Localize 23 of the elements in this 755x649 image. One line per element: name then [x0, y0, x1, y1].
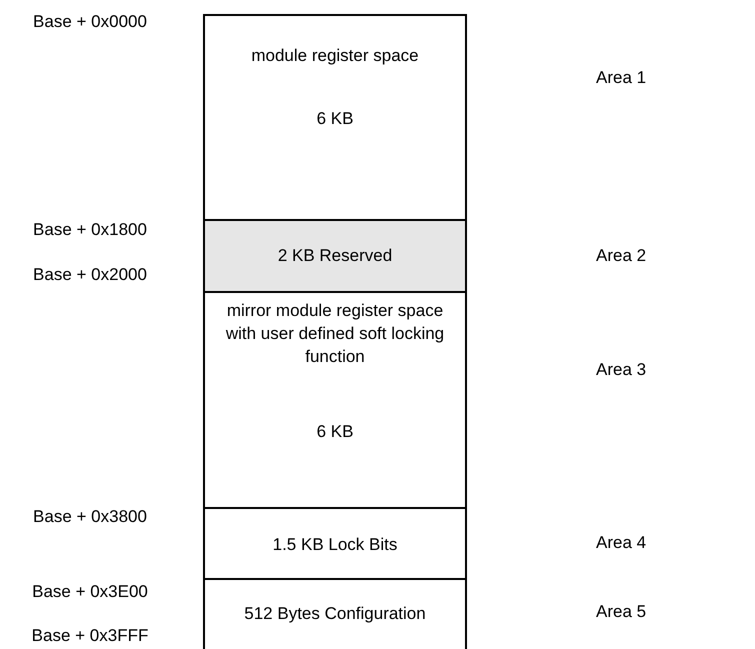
block-text: 6 KB [316, 421, 354, 443]
memory-block [203, 578, 467, 649]
address-label: Base + 0x3800 [32, 507, 148, 527]
memory-block [203, 507, 467, 580]
memory-block [203, 291, 467, 509]
area-label: Area 2 [596, 246, 646, 266]
block-text: 512 Bytes Configuration [243, 603, 427, 625]
block-text: 2 KB Reserved [276, 245, 394, 267]
reserved-memory-block [203, 219, 467, 293]
area-label: Area 3 [596, 360, 646, 380]
block-text: 6 KB [316, 108, 354, 130]
area-label: Area 1 [596, 68, 646, 88]
address-label: Base + 0x0000 [32, 12, 148, 32]
address-label: Base + 0x3FFF [30, 626, 150, 646]
area-label: Area 5 [596, 602, 646, 622]
block-text: 1.5 KB Lock Bits [272, 534, 398, 556]
area-label: Area 4 [596, 533, 646, 553]
address-label: Base + 0x3E00 [31, 582, 149, 602]
address-label: Base + 0x1800 [32, 220, 148, 240]
memory-block [203, 14, 467, 221]
address-label: Base + 0x2000 [32, 265, 148, 285]
block-text: module register space [250, 45, 420, 67]
block-text: mirror module register space with user defined soft locking function [224, 300, 446, 368]
